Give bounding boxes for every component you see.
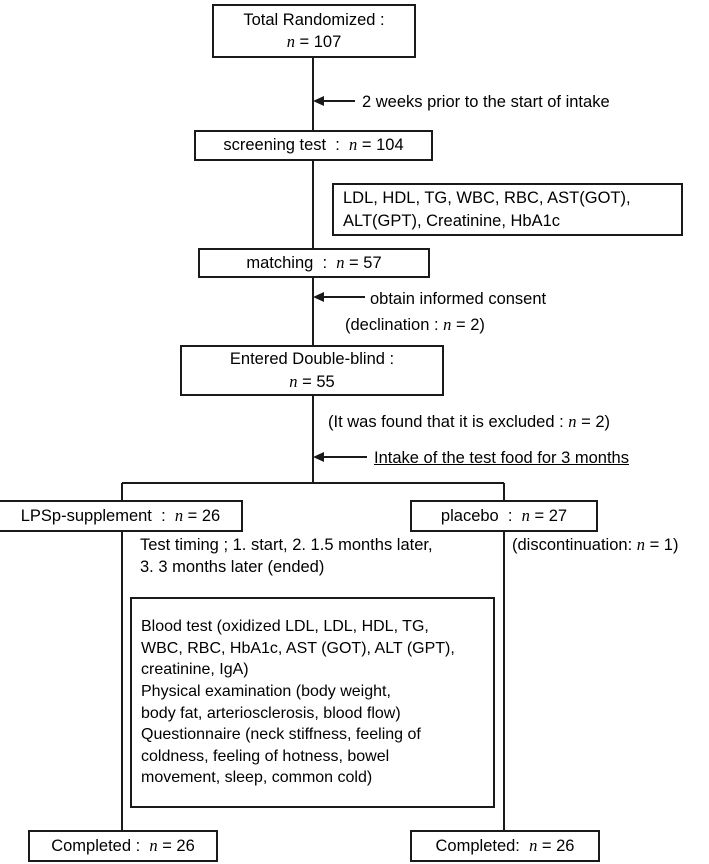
annotation-discontinuation: (discontinuation: n = 1) bbox=[512, 535, 679, 554]
annotation-intake-test-food: Intake of the test food for 3 months bbox=[374, 449, 629, 467]
measurements-line1: Blood test (oxidized LDL, LDL, HDL, TG, bbox=[141, 618, 429, 636]
measurements-line5: body fat, arteriosclerosis, blood flow) bbox=[141, 704, 401, 722]
placebo-label: placebo : n = 27 bbox=[440, 505, 568, 525]
screening-test-label: screening test : n = 104 bbox=[223, 135, 404, 155]
node-measurements[interactable]: Blood test (oxidized LDL, LDL, HDL, TG, … bbox=[130, 597, 495, 808]
node-completed-left[interactable]: Completed : n = 26 bbox=[28, 830, 218, 862]
measurements-line7: coldness, feeling of hotness, bowel bbox=[141, 747, 390, 765]
entered-double-blind-line1: Entered Double-blind : bbox=[229, 350, 395, 369]
node-lab-panel[interactable]: LDL, HDL, TG, WBC, RBC, AST(GOT), ALT(GP… bbox=[332, 183, 683, 236]
completed-left-label: Completed : n = 26 bbox=[51, 835, 195, 855]
lpsp-supplement-label: LPSp-supplement : n = 26 bbox=[20, 505, 221, 525]
node-total-randomized[interactable]: Total Randomized : n = 107 bbox=[212, 4, 416, 58]
total-randomized-line1: Total Randomized : bbox=[243, 10, 385, 29]
node-placebo[interactable]: placebo : n = 27 bbox=[410, 500, 598, 532]
node-entered-double-blind[interactable]: Entered Double-blind : n = 55 bbox=[180, 345, 444, 396]
lab-panel-line2: ALT(GPT), Creatinine, HbA1c bbox=[343, 211, 561, 230]
arrow-two-weeks-head bbox=[313, 96, 324, 106]
annotation-two-weeks-prior: 2 weeks prior to the start of intake bbox=[362, 93, 610, 111]
matching-label: matching : n = 57 bbox=[246, 252, 382, 272]
annotation-declination: (declination : n = 2) bbox=[345, 315, 485, 334]
measurements-line8: movement, sleep, common cold) bbox=[141, 769, 373, 787]
node-lpsp-supplement[interactable]: LPSp-supplement : n = 26 bbox=[0, 500, 243, 532]
node-screening-test[interactable]: screening test : n = 104 bbox=[194, 130, 433, 161]
annotation-test-timing-line1: Test timing ; 1. start, 2. 1.5 months la… bbox=[140, 536, 433, 554]
annotation-test-timing-line2: 3. 3 months later (ended) bbox=[140, 558, 325, 576]
lab-panel-line1: LDL, HDL, TG, WBC, RBC, AST(GOT), bbox=[343, 189, 631, 208]
annotation-excluded: (It was found that it is excluded : n = … bbox=[328, 412, 611, 431]
annotation-obtain-consent: obtain informed consent bbox=[370, 290, 547, 308]
measurements-line3: creatinine, IgA) bbox=[141, 661, 249, 679]
completed-right-label: Completed: n = 26 bbox=[435, 835, 575, 855]
node-matching[interactable]: matching : n = 57 bbox=[198, 248, 430, 278]
measurements-line6: Questionnaire (neck stiffness, feeling o… bbox=[141, 726, 421, 744]
arrow-intake-head bbox=[313, 452, 324, 462]
entered-double-blind-line2: n = 55 bbox=[289, 371, 335, 391]
node-completed-right[interactable]: Completed: n = 26 bbox=[410, 830, 600, 862]
measurements-line4: Physical examination (body weight, bbox=[141, 682, 391, 700]
total-randomized-line2: n = 107 bbox=[286, 32, 342, 51]
arrow-consent-head bbox=[313, 292, 324, 302]
measurements-line2: WBC, RBC, HbA1c, AST (GOT), ALT (GPT), bbox=[141, 639, 455, 657]
